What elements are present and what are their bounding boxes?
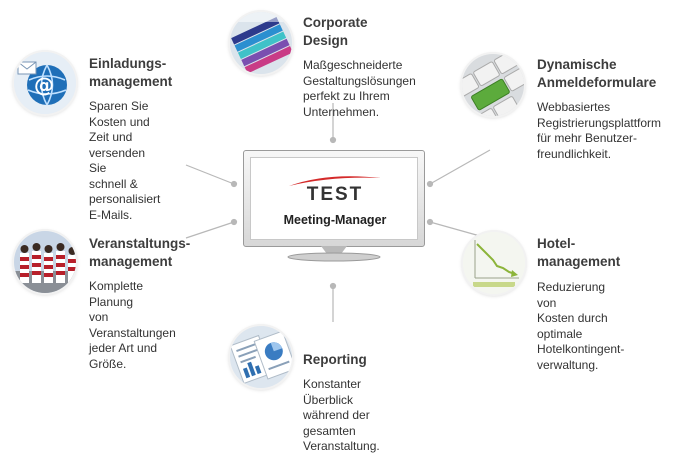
feature-title: Hotel- management — [537, 236, 621, 269]
feature-description: Maßgeschneiderte Gestaltungslösungen per… — [303, 58, 416, 119]
feature-description: Reduzierung von Kosten durch optimale Ho… — [537, 280, 625, 372]
connector-bottom-dot — [329, 282, 337, 290]
email-globe-icon: @ — [14, 52, 76, 114]
connector-bottom-right — [429, 221, 481, 237]
connector-top-dot — [329, 136, 337, 144]
feature-description: Webbasiertes Registrierungsplattform für… — [537, 100, 662, 161]
connector-top-right-dot — [426, 180, 434, 188]
feature-title: Dynamische Anmeldeformulare — [537, 57, 657, 90]
color-swatches-icon — [230, 12, 292, 74]
declining-chart-icon — [463, 232, 525, 294]
monitor-screen: TEST Meeting-Manager — [250, 157, 418, 240]
connector-top-left — [185, 164, 235, 185]
feature-description: Konstanter Überblick während der gesamte… — [303, 377, 380, 453]
monitor-subtitle: Meeting-Manager — [283, 213, 387, 227]
crowd-icon — [14, 231, 76, 293]
feature-title: Corporate Design — [303, 15, 368, 48]
keyboard-key-icon — [462, 54, 524, 116]
feature-title: Veranstaltungs- management — [89, 236, 191, 269]
feature-description: Sparen Sie Kosten und Zeit und versenden… — [89, 99, 161, 222]
logo-text: TEST — [306, 184, 364, 205]
feature-description: Komplette Planung von Veranstaltungen je… — [89, 279, 176, 371]
logo-swoosh-icon — [289, 176, 381, 186]
report-documents-icon — [230, 326, 292, 388]
monitor-stand — [287, 246, 381, 262]
feature-title: Reporting — [303, 352, 367, 367]
connector-bottom-left — [185, 221, 235, 239]
monitor-bezel: TEST Meeting-Manager — [243, 150, 425, 247]
feature-title: Einladungs- management — [89, 56, 173, 89]
connector-bottom-left-dot — [230, 218, 238, 226]
connector-bottom-right-dot — [426, 218, 434, 226]
connector-top-left-dot — [230, 180, 238, 188]
connector-top-right — [429, 149, 491, 185]
svg-text:@: @ — [34, 73, 54, 97]
monitor: TEST Meeting-Manager — [243, 150, 425, 262]
